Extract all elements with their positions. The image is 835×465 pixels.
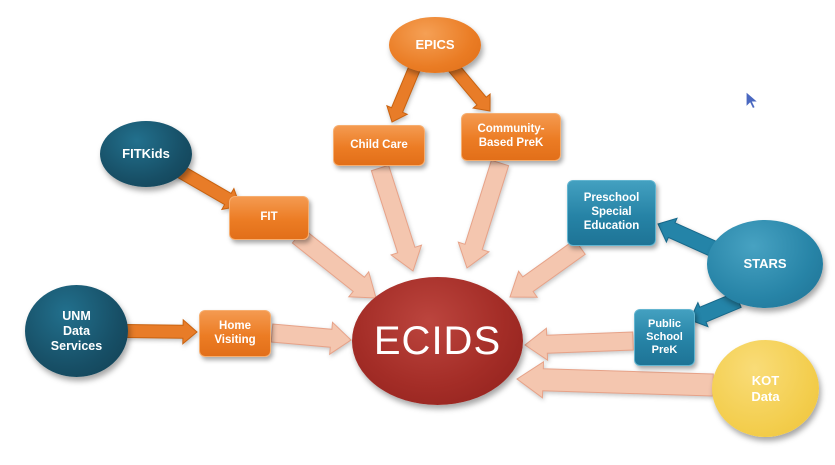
- arrow-community-prek-to-ecids: [457, 159, 510, 269]
- arrow-public-prek-to-ecids: [524, 327, 634, 362]
- node-epics: EPICS: [389, 17, 481, 73]
- node-child-care: Child Care: [333, 125, 425, 166]
- arrow-home-visiting-to-ecids: [270, 321, 352, 356]
- arrow-epics-to-childcare: [386, 64, 422, 123]
- node-ecids-center: ECIDS: [352, 277, 523, 405]
- node-unm-label: UNM Data Services: [50, 308, 103, 353]
- node-epics-label: EPICS: [415, 37, 455, 53]
- node-home-visiting: Home Visiting: [199, 310, 271, 357]
- arrow-childcare-to-ecids: [370, 164, 423, 272]
- node-ecids-label: ECIDS: [373, 319, 502, 363]
- node-fit-label: FIT: [260, 211, 278, 224]
- arrow-fit-to-ecids: [291, 228, 377, 299]
- arrow-kot-to-ecids: [516, 360, 714, 399]
- node-preschool-special-education-label: Preschool Special Education: [583, 192, 640, 232]
- arrow-stars-to-preschool-sped: [657, 217, 720, 258]
- node-public-school-prek: Public School PreK: [634, 309, 695, 366]
- node-home-visiting-label: Home Visiting: [214, 319, 256, 346]
- node-unm-data-services: UNM Data Services: [25, 285, 128, 377]
- node-community-based-prek: Community- Based PreK: [461, 113, 561, 161]
- arrow-epics-to-community-prek: [447, 62, 491, 112]
- node-fitkids: FITKids: [100, 121, 192, 187]
- node-kot-label: KOT Data: [751, 372, 780, 404]
- node-public-school-prek-label: Public School PreK: [646, 317, 683, 357]
- arrow-unm-to-home-visiting: [125, 318, 198, 345]
- mouse-cursor-icon: [745, 92, 759, 109]
- node-fitkids-label: FITKids: [122, 146, 170, 162]
- node-child-care-label: Child Care: [350, 138, 408, 151]
- node-fit: FIT: [229, 196, 309, 240]
- node-kot-data: KOT Data: [712, 340, 819, 437]
- arrow-preschool-sped-to-ecids: [509, 239, 586, 298]
- node-preschool-special-education: Preschool Special Education: [567, 180, 656, 246]
- node-stars: STARS: [707, 220, 823, 308]
- arrow-stars-to-public-prek: [689, 291, 742, 328]
- node-stars-label: STARS: [743, 256, 787, 272]
- node-community-based-prek-label: Community- Based PreK: [477, 123, 545, 149]
